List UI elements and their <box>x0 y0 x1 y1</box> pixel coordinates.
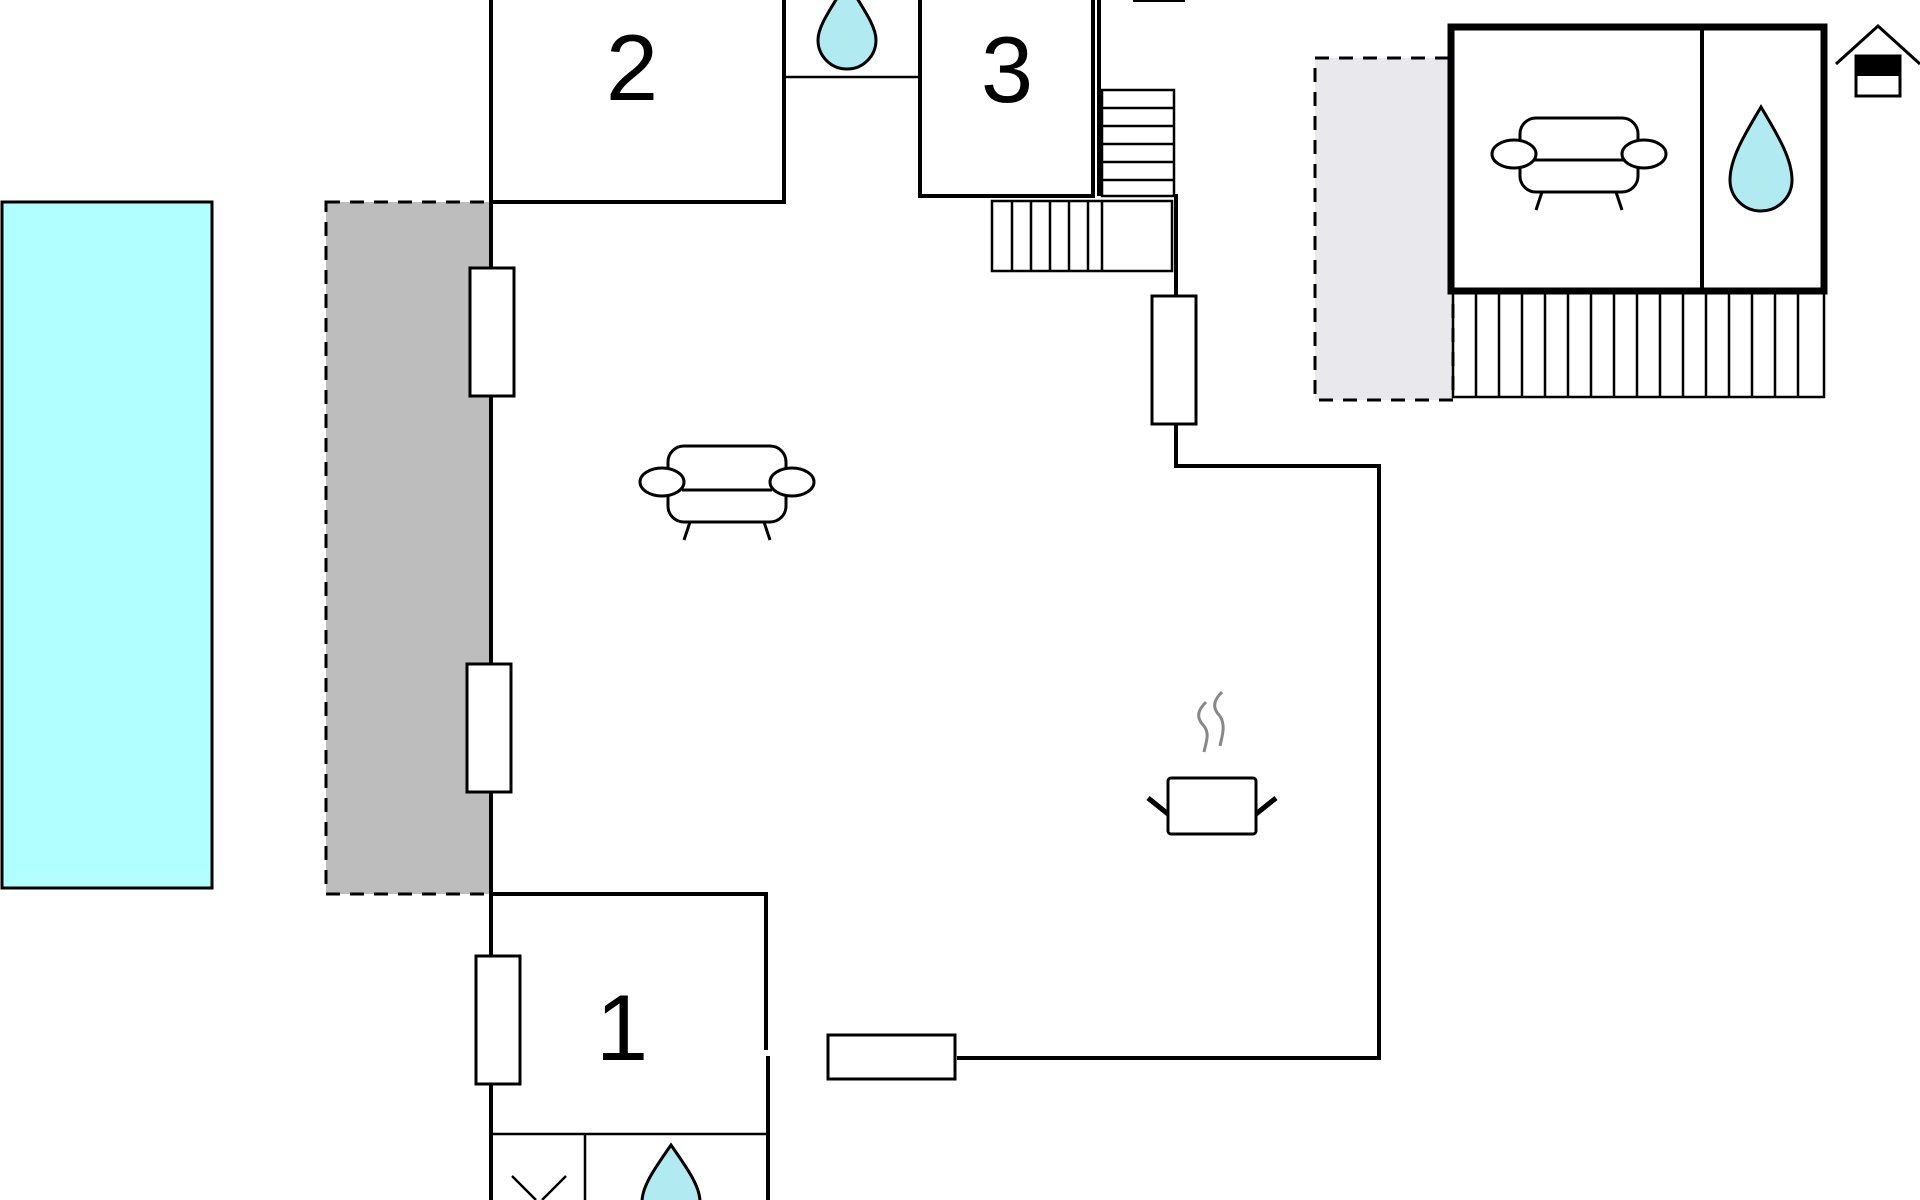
pool-area <box>0 200 214 890</box>
cooking-pot-icon <box>1146 690 1278 836</box>
window-icon <box>826 1033 957 1081</box>
room-number-3: 3 <box>981 17 1033 122</box>
room-number-2: 2 <box>606 15 658 120</box>
window-icon <box>1150 294 1198 426</box>
house-icon <box>1834 23 1920 98</box>
window-icon <box>474 954 522 1086</box>
window-icon <box>468 266 516 398</box>
water-drop-icon <box>1728 104 1794 213</box>
terrace-area <box>324 200 493 896</box>
sofa-icon <box>638 444 816 541</box>
window-icon <box>465 662 513 794</box>
annex-deck <box>1451 291 1826 399</box>
room-number-1: 1 <box>596 975 648 1080</box>
water-drop-icon <box>640 1142 702 1200</box>
staircase-horizontal <box>1100 88 1176 198</box>
sofa-icon <box>1490 116 1668 211</box>
annex-terrace-area <box>1313 56 1455 402</box>
water-drop-icon <box>816 0 878 71</box>
door-cross-icon <box>511 1175 567 1200</box>
staircase-icon <box>990 199 1174 273</box>
